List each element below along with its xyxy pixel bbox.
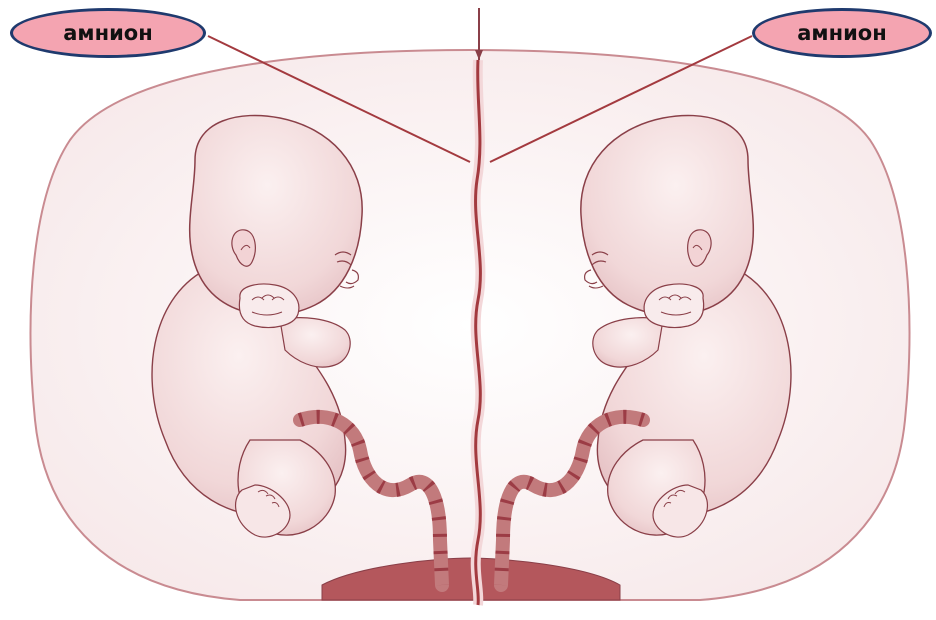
amnion-label-right: амнион bbox=[752, 8, 932, 58]
amnion-label-left: амнион bbox=[10, 8, 206, 58]
